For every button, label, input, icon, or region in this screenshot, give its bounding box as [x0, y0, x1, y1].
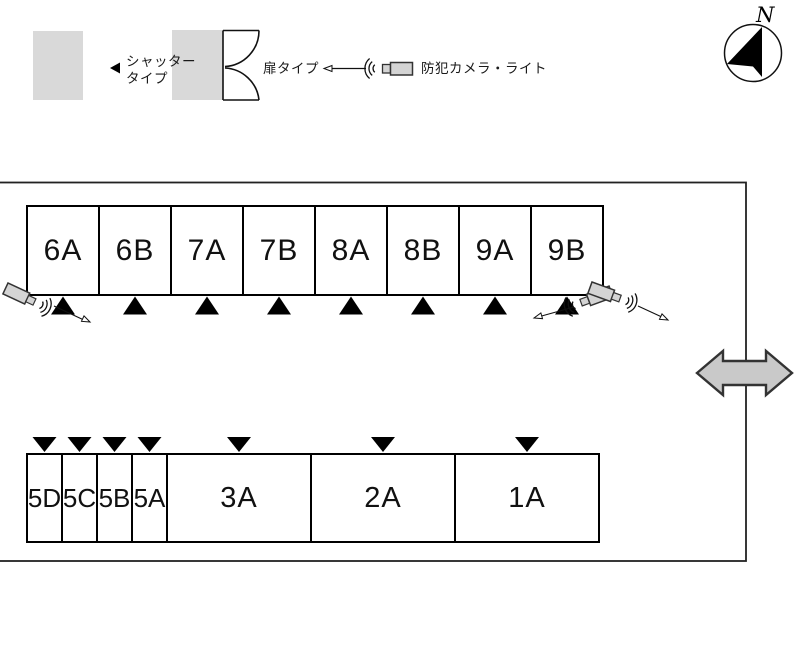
shutter-marker [227, 437, 251, 452]
wave-arcs [39, 297, 52, 317]
shutter-marker [555, 296, 579, 315]
unit-label: 6B [115, 233, 155, 267]
unit-1a: 1A [454, 453, 600, 543]
unit-label: 6A [43, 233, 83, 267]
upper-shutter-markers [51, 296, 579, 315]
camera-lens [579, 295, 591, 307]
unit-9a: 9A [458, 205, 532, 296]
camera-lens [610, 291, 622, 303]
lower-shutter-markers [32, 437, 539, 452]
camera-beam-line [53, 305, 87, 322]
unit-label: 7A [187, 233, 227, 267]
unit-label: 1A [508, 481, 546, 514]
unit-label: 9A [475, 233, 515, 267]
shutter-marker [102, 437, 127, 452]
unit-8a: 8A [314, 205, 388, 296]
camera-beam-line [537, 306, 575, 318]
unit-7a: 7A [170, 205, 244, 296]
unit-label: 8B [403, 233, 443, 267]
unit-7b: 7B [242, 205, 316, 296]
camera-light-label: 防犯カメラ・ライト [421, 61, 547, 76]
door-type-label: 扉タイプ [263, 61, 319, 76]
unit-label: 7B [259, 233, 299, 267]
wave-arcs [364, 58, 376, 79]
shutter-marker-legend-icon [110, 62, 120, 74]
unit-label: 5A [133, 482, 166, 513]
compass-north-label: N [756, 3, 775, 27]
unit-label: 8A [331, 233, 371, 267]
unit-5a: 5A [131, 453, 168, 543]
shutter-marker [267, 296, 291, 315]
beam-arrowhead [532, 312, 544, 320]
door-swing-icon [222, 29, 260, 101]
shutter-marker [123, 296, 147, 315]
unit-5b: 5B [96, 453, 133, 543]
compass-needle [727, 27, 762, 77]
shutter-marker [483, 296, 507, 315]
entrance-double-arrow-icon [695, 348, 794, 398]
unit-label: 2A [364, 481, 402, 514]
compass-icon [723, 23, 783, 83]
unit-6b: 6B [98, 205, 172, 296]
unit-5d: 5D [26, 453, 63, 543]
unit-label: 3A [220, 481, 258, 514]
unit-5c: 5C [61, 453, 98, 543]
shutter-marker [195, 296, 219, 315]
beam-arrowhead [322, 64, 333, 73]
unit-3a: 3A [166, 453, 312, 543]
unit-6a: 6A [26, 205, 100, 296]
unit-label: 5C [62, 482, 97, 513]
lower-unit-row: 5D 5C 5B 5A 3A 2A 1A [26, 453, 600, 543]
shutter-marker [32, 437, 57, 452]
camera-beam-line [637, 305, 665, 319]
beam-arrowhead [80, 315, 92, 323]
camera-lens [24, 294, 37, 306]
shutter-marker [339, 296, 363, 315]
unit-label: 5D [27, 482, 62, 513]
unit-8b: 8B [386, 205, 460, 296]
shutter-type-swatch [33, 31, 83, 100]
upper-unit-row: 6A 6B 7A 7B 8A 8B 9A 9B [26, 205, 604, 296]
shutter-marker [411, 296, 435, 315]
beam-arrowhead [658, 313, 670, 321]
wave-arcs [563, 297, 576, 317]
shutter-marker [515, 437, 539, 452]
shutter-marker [67, 437, 92, 452]
camera-legend-icon [322, 58, 414, 79]
compass-circle [723, 23, 783, 83]
unit-label: 5B [98, 482, 131, 513]
shutter-type-label: シャッター タイプ [126, 54, 196, 86]
camera-body [389, 61, 414, 76]
unit-label: 9B [547, 233, 587, 267]
camera-lens [381, 63, 392, 74]
shutter-marker [51, 296, 75, 315]
door-type-swatch [172, 30, 223, 100]
wave-arcs [625, 293, 638, 313]
unit-2a: 2A [310, 453, 456, 543]
unit-9b: 9B [530, 205, 604, 296]
shutter-marker [371, 437, 395, 452]
shutter-marker [137, 437, 162, 452]
